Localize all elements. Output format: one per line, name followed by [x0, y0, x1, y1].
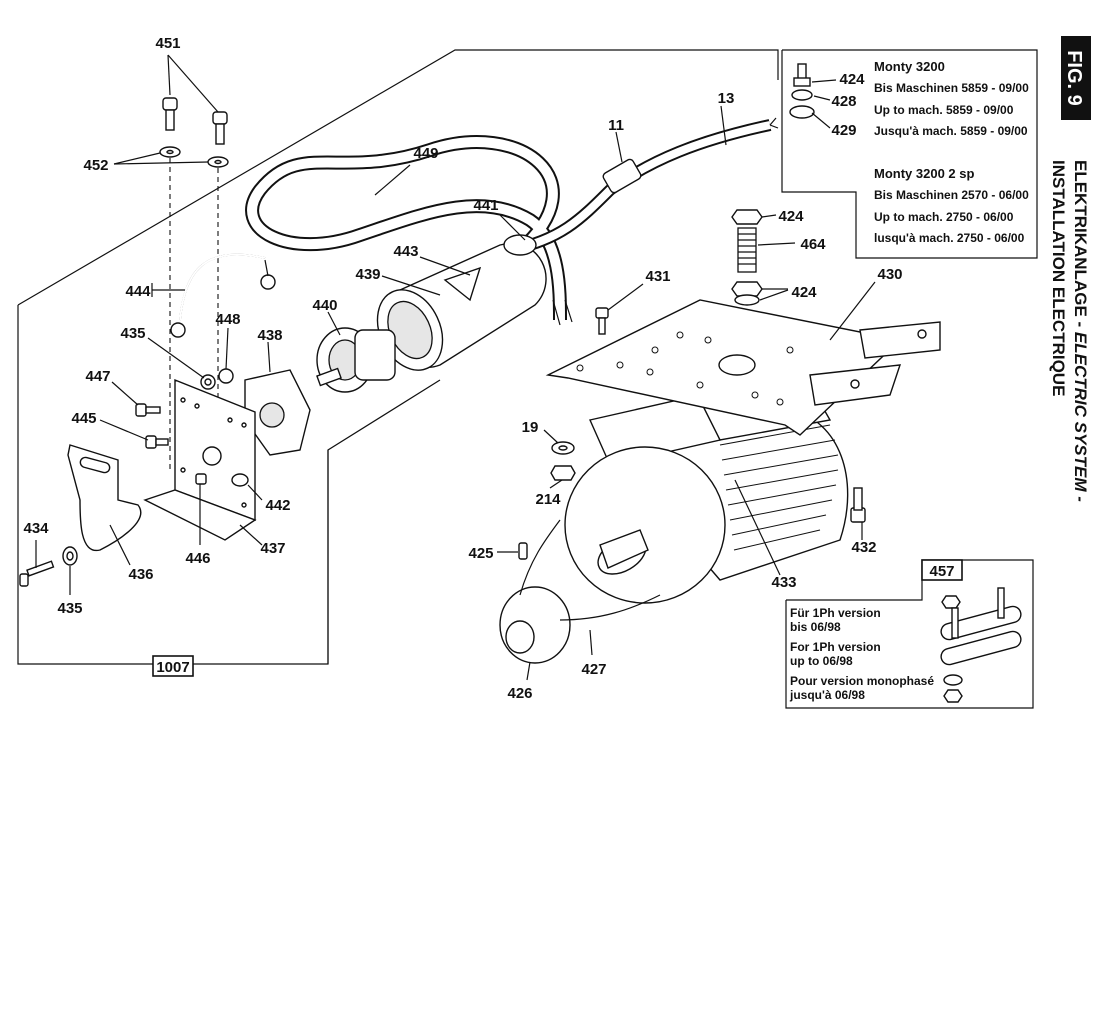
callout-437: 437	[260, 540, 285, 557]
callout-442: 442	[265, 497, 290, 514]
mounting-plate-430	[545, 281, 941, 436]
side-title-en: ELECTRIC SYSTEM -	[1071, 332, 1090, 502]
model-1-title: Monty 3200	[874, 59, 945, 74]
box-457-line-5: Pour version monophasé	[790, 674, 934, 688]
power-cable-13	[508, 105, 779, 326]
side-title-fr: INSTALLATION ELECTRIQUE	[1049, 160, 1068, 396]
callout-431: 431	[645, 268, 670, 285]
callout-432: 432	[851, 539, 876, 556]
callout-424-c: 424	[791, 284, 817, 301]
model-2-line-1: Bis Maschinen 2570 - 06/00	[874, 188, 1029, 202]
screws-451	[162, 54, 228, 145]
side-title-de: ELEKTRIKANLAGE -	[1071, 160, 1090, 332]
box-457-line-4: up to 06/98	[790, 654, 853, 668]
callout-11: 11	[608, 117, 624, 134]
model-2-line-2: Up to mach. 2750 - 06/00	[874, 210, 1014, 224]
callout-435-a: 435	[120, 325, 145, 342]
box-457-label: 457	[929, 563, 954, 580]
callout-449: 449	[413, 145, 438, 162]
callout-430: 430	[877, 266, 902, 283]
frame-label: 1007	[156, 659, 189, 676]
model-1-line-3: Jusqu'à mach. 5859 - 09/00	[874, 124, 1028, 138]
small-fasteners	[99, 327, 234, 545]
motor-433	[564, 384, 849, 604]
plate-438	[244, 341, 311, 456]
callout-425: 425	[468, 545, 493, 562]
box-457-line-3: For 1Ph version	[790, 640, 881, 654]
plate-fasteners	[595, 209, 866, 540]
callout-444: 444	[125, 283, 151, 300]
callout-429: 429	[831, 122, 856, 139]
box-457-line-6: jusqu'à 06/98	[789, 688, 865, 702]
callout-214: 214	[535, 491, 561, 508]
model-1-line-2: Up to mach. 5859 - 09/00	[874, 103, 1014, 117]
model-2-title: Monty 3200 2 sp	[874, 166, 974, 181]
callout-labels: 451 452 444 435 448 438 440 439 443 449 …	[23, 35, 902, 702]
callout-447: 447	[85, 368, 110, 385]
callout-464: 464	[800, 236, 826, 253]
callout-440: 440	[312, 297, 337, 314]
model-info-box: Monty 3200 Bis Maschinen 5859 - 09/00 Up…	[781, 49, 1038, 259]
switch-440	[316, 311, 396, 393]
callout-433: 433	[771, 574, 796, 591]
cable-449	[245, 135, 567, 321]
callout-446: 446	[185, 550, 210, 567]
lever-436	[19, 444, 142, 595]
callout-451: 451	[155, 35, 180, 52]
callout-445: 445	[71, 410, 96, 427]
box-457: 457 Für 1Ph version bis 06/98 For 1Ph ve…	[785, 559, 1034, 709]
pulley-and-belt	[497, 429, 661, 681]
callout-452: 452	[83, 157, 108, 174]
callout-438: 438	[257, 327, 282, 344]
callout-428: 428	[831, 93, 856, 110]
side-title-de-en: ELEKTRIKANLAGE - ELECTRIC SYSTEM -	[1071, 160, 1090, 502]
callout-13: 13	[718, 90, 735, 107]
callout-441: 441	[473, 197, 498, 214]
callout-448: 448	[215, 311, 240, 328]
callout-435-b: 435	[57, 600, 82, 617]
callout-439: 439	[355, 266, 380, 283]
callout-436: 436	[128, 566, 153, 583]
figure-title-block: FIG. 9 ELEKTRIKANLAGE - ELECTRIC SYSTEM …	[1049, 36, 1091, 502]
figure-number: FIG. 9	[1063, 50, 1085, 106]
ground-cable-444	[151, 253, 276, 338]
callout-424-a: 424	[839, 71, 865, 88]
washers-452	[113, 146, 229, 520]
callout-427: 427	[581, 661, 606, 678]
model-1-line-1: Bis Maschinen 5859 - 09/00	[874, 81, 1029, 95]
callout-426: 426	[507, 685, 532, 702]
box-457-line-2: bis 06/98	[790, 620, 841, 634]
assembly-frame-1007: 1007	[17, 49, 779, 677]
box-457-line-1: Für 1Ph version	[790, 606, 881, 620]
callout-19: 19	[522, 419, 539, 436]
callout-443: 443	[393, 243, 418, 260]
callout-424-b: 424	[778, 208, 804, 225]
model-2-line-3: lusqu'à mach. 2750 - 06/00	[874, 231, 1025, 245]
callout-434: 434	[23, 520, 49, 537]
